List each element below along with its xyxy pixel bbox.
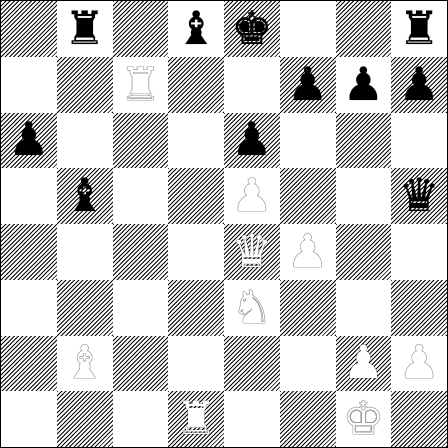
- black-king-icon[interactable]: ♚: [231, 0, 273, 55]
- square-h8[interactable]: ♜: [391, 1, 447, 57]
- square-c7[interactable]: ♜: [112, 56, 169, 113]
- white-pawn-icon[interactable]: ♟: [342, 335, 384, 390]
- square-b6[interactable]: [56, 112, 113, 169]
- black-pawn-icon[interactable]: ♟: [342, 56, 384, 111]
- square-d7[interactable]: [168, 56, 224, 113]
- square-a5[interactable]: [1, 168, 57, 224]
- square-d4[interactable]: [168, 224, 224, 280]
- square-c5[interactable]: [112, 168, 169, 224]
- square-b8[interactable]: ♜: [56, 0, 113, 57]
- square-b4[interactable]: [56, 224, 113, 280]
- square-c3[interactable]: [112, 279, 169, 336]
- square-h1[interactable]: [391, 391, 447, 447]
- white-king-icon[interactable]: ♚: [342, 391, 384, 446]
- square-d6[interactable]: [168, 112, 224, 169]
- black-bishop-icon[interactable]: ♝: [64, 168, 106, 223]
- square-g3[interactable]: [335, 279, 392, 336]
- square-e5[interactable]: ♟: [224, 168, 280, 224]
- white-pawn-icon[interactable]: ♟: [287, 223, 329, 278]
- black-rook-icon[interactable]: ♜: [398, 0, 440, 55]
- square-h5[interactable]: ♛: [391, 168, 447, 224]
- black-queen-icon[interactable]: ♛: [398, 168, 440, 223]
- square-a4[interactable]: [1, 224, 57, 280]
- square-e4[interactable]: ♛: [224, 224, 280, 280]
- square-e1[interactable]: [224, 391, 280, 447]
- square-b5[interactable]: ♝: [56, 168, 113, 224]
- square-f1[interactable]: [279, 391, 336, 447]
- square-c6[interactable]: [112, 112, 169, 169]
- black-bishop-icon[interactable]: ♝: [175, 0, 217, 55]
- square-g8[interactable]: [335, 1, 392, 57]
- square-f8[interactable]: [279, 1, 336, 57]
- white-rook-icon[interactable]: ♜: [175, 391, 217, 446]
- white-bishop-icon[interactable]: ♝: [64, 335, 106, 390]
- square-g1[interactable]: ♚: [335, 391, 392, 447]
- square-d3[interactable]: [168, 279, 224, 336]
- white-pawn-icon[interactable]: ♟: [398, 335, 440, 390]
- square-g5[interactable]: [335, 168, 392, 224]
- square-h2[interactable]: ♟: [391, 335, 447, 392]
- square-f6[interactable]: [279, 112, 336, 169]
- square-a3[interactable]: [1, 279, 57, 336]
- square-b7[interactable]: [56, 56, 113, 113]
- square-f3[interactable]: [279, 279, 336, 336]
- square-b3[interactable]: [56, 279, 113, 336]
- square-g7[interactable]: ♟: [335, 56, 392, 113]
- square-h3[interactable]: [391, 279, 447, 336]
- square-e2[interactable]: [224, 335, 280, 392]
- white-queen-icon[interactable]: ♛: [231, 223, 273, 278]
- square-c1[interactable]: [112, 391, 169, 447]
- square-e8[interactable]: ♚: [224, 1, 280, 57]
- white-knight-icon[interactable]: ♞: [231, 279, 273, 334]
- square-d5[interactable]: [168, 168, 224, 224]
- black-pawn-icon[interactable]: ♟: [398, 56, 440, 111]
- square-a7[interactable]: [1, 56, 57, 113]
- square-f4[interactable]: ♟: [279, 223, 336, 280]
- square-g4[interactable]: [335, 224, 392, 280]
- square-d2[interactable]: [168, 335, 224, 392]
- square-d1[interactable]: ♜: [168, 391, 224, 447]
- square-a6[interactable]: ♟: [1, 112, 57, 169]
- square-c8[interactable]: [112, 1, 169, 57]
- square-b1[interactable]: [56, 391, 113, 447]
- black-pawn-icon[interactable]: ♟: [8, 112, 50, 167]
- square-a1[interactable]: [1, 391, 57, 447]
- black-pawn-icon[interactable]: ♟: [231, 112, 273, 167]
- square-h4[interactable]: [391, 224, 447, 280]
- square-d8[interactable]: ♝: [168, 1, 224, 57]
- square-a2[interactable]: [1, 335, 57, 392]
- square-c4[interactable]: [112, 224, 169, 280]
- square-e3[interactable]: ♞: [224, 279, 280, 336]
- square-h7[interactable]: ♟: [391, 56, 447, 113]
- square-f7[interactable]: ♟: [279, 56, 336, 113]
- square-e7[interactable]: [224, 56, 280, 113]
- square-f2[interactable]: [279, 335, 336, 392]
- square-f5[interactable]: [279, 168, 336, 224]
- square-h6[interactable]: [391, 112, 447, 169]
- white-pawn-icon[interactable]: ♟: [231, 168, 273, 223]
- square-g2[interactable]: ♟: [335, 335, 392, 392]
- square-c2[interactable]: [112, 335, 169, 392]
- square-e6[interactable]: ♟: [224, 112, 280, 169]
- square-b2[interactable]: ♝: [56, 335, 113, 392]
- square-g6[interactable]: [335, 112, 392, 169]
- black-pawn-icon[interactable]: ♟: [287, 56, 329, 111]
- black-rook-icon[interactable]: ♜: [64, 0, 106, 55]
- square-a8[interactable]: [1, 1, 57, 57]
- white-rook-icon[interactable]: ♜: [119, 56, 161, 111]
